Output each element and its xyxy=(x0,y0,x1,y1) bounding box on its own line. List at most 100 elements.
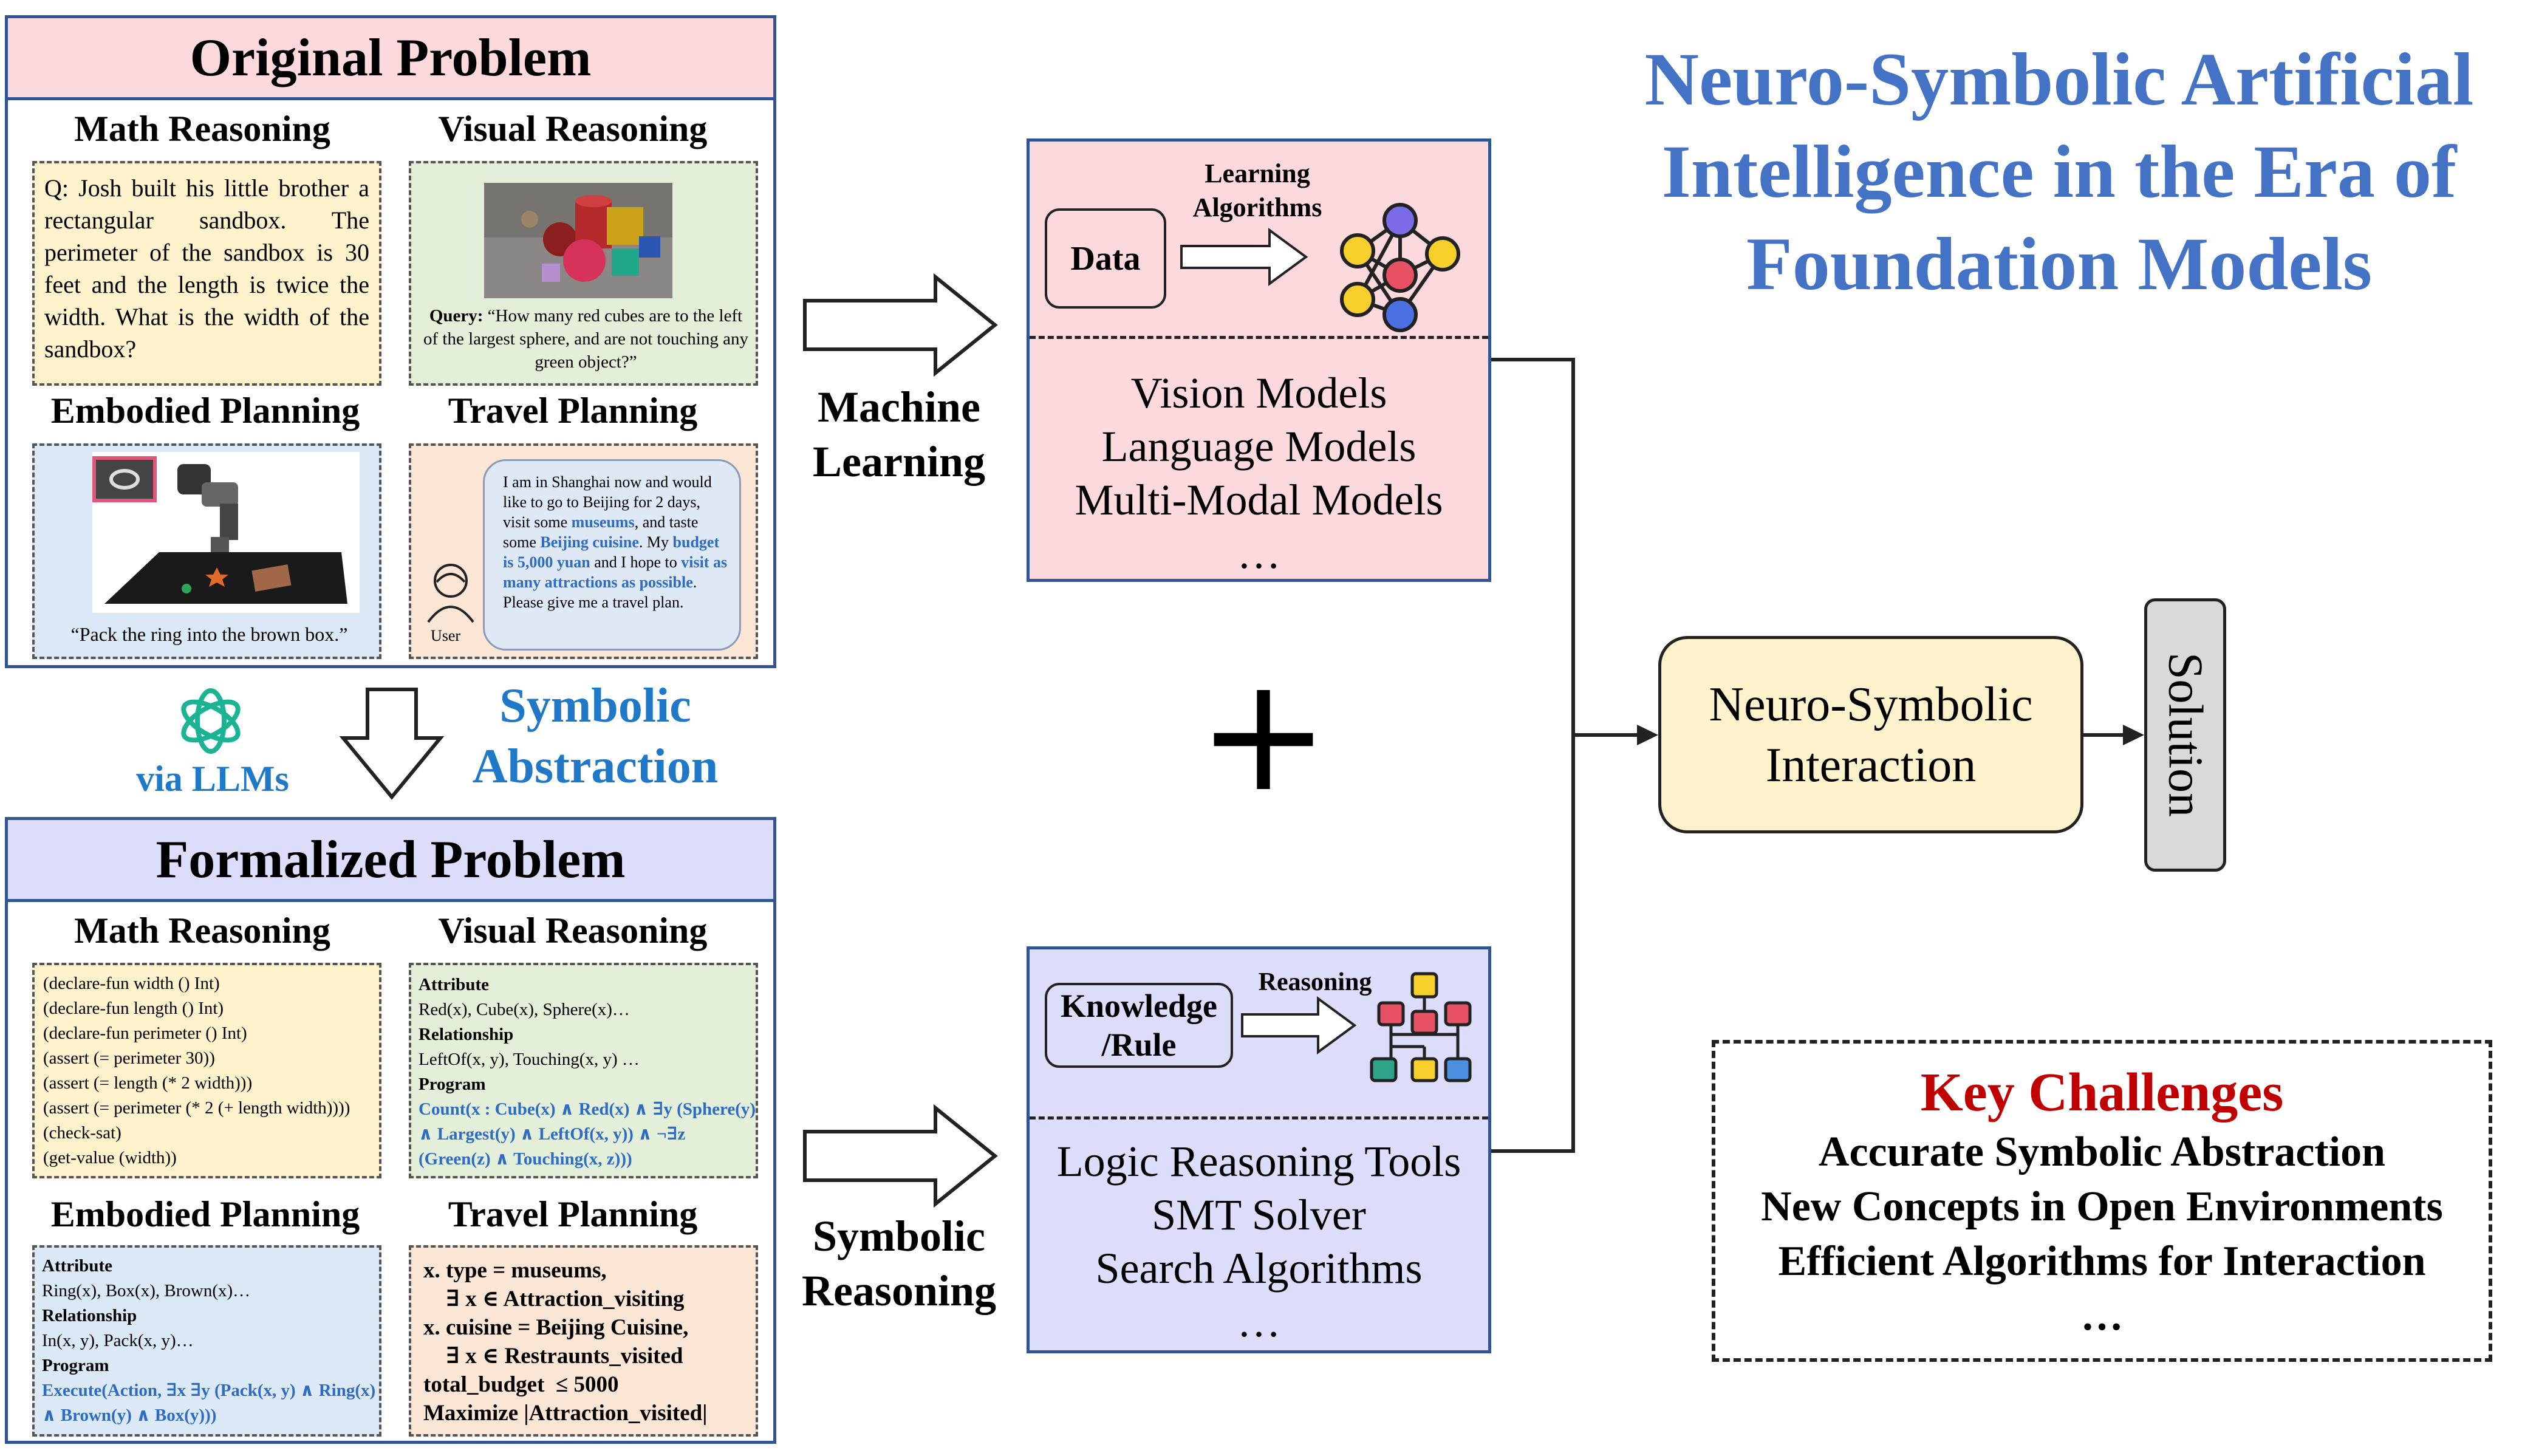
travel-constraint-line: total_budget ≤ 5000 xyxy=(423,1372,619,1397)
model-item: Language Models xyxy=(1101,422,1416,471)
msg-part-2: , and taste some xyxy=(503,513,699,551)
thin-right-arrow-2 xyxy=(1241,996,1357,1054)
orig-embodied-caption: “Pack the ring into the brown box.” xyxy=(70,623,348,645)
smt-line: (declare-fun width () Int) xyxy=(43,974,220,993)
travel-constraint-line: ∃ x ∈ Attraction_visiting xyxy=(423,1287,685,1311)
symbolic-abstraction-line-2: Abstraction xyxy=(472,740,719,793)
reasoning-label: Reasoning xyxy=(1258,968,1372,996)
ml-label-line-1: Machine xyxy=(818,383,980,431)
data-label: Data xyxy=(1070,239,1141,278)
embodied-attr: Ring(x), Box(x), Brown(x)… xyxy=(42,1281,251,1300)
msg-cuisine: Beijing cuisine xyxy=(540,533,639,551)
model-item: … xyxy=(1237,529,1281,578)
main-title-line-2: Intelligence in the Era of xyxy=(1661,130,2457,213)
learning-algorithms-line-1: Learning xyxy=(1205,159,1310,188)
formalized-problem-header: Formalized Problem xyxy=(8,820,773,902)
solution-label: Solution xyxy=(2158,652,2212,818)
clevr-scene-image xyxy=(484,183,672,298)
machine-learning-box: Data Learning Algorithms Vision Models L… xyxy=(1027,138,1491,582)
plus-sign: + xyxy=(1197,643,1330,827)
smt-line: (declare-fun perimeter () Int) xyxy=(43,1024,247,1043)
user-icon xyxy=(427,564,474,623)
visual-prog-label: Program xyxy=(419,1075,486,1094)
embodied-rel-label: Relationship xyxy=(42,1306,137,1325)
visual-attr: Red(x), Cube(x), Sphere(x)… xyxy=(419,1000,630,1019)
msg-museums: museums xyxy=(571,513,635,531)
orig-math-box: Q: Josh built his little brother a recta… xyxy=(32,161,381,386)
tool-list: Logic Reasoning Tools SMT Solver Search … xyxy=(1030,1135,1488,1348)
model-list: Vision Models Language Models Multi-Moda… xyxy=(1030,366,1488,580)
user-label: User xyxy=(431,627,461,644)
query-label: Query: xyxy=(429,306,484,326)
msg-part-4: and I hope to xyxy=(590,553,682,571)
original-problem-panel: Original Problem Math Reasoning Visual R… xyxy=(5,15,776,668)
thin-right-arrow xyxy=(1180,228,1308,286)
neuro-symbolic-interaction-box: Neuro-Symbolic Interaction xyxy=(1658,636,2083,833)
orig-travel-box: User I am in Shanghai now and would like… xyxy=(409,443,758,659)
embodied-attr-label: Attribute xyxy=(42,1256,112,1276)
smt-line: (get-value (width)) xyxy=(43,1148,177,1167)
key-challenges-title: Key Challenges xyxy=(1920,1062,2284,1123)
sr-divider xyxy=(1030,1116,1488,1119)
smt-line: (assert (= length (* 2 width))) xyxy=(43,1073,253,1093)
ml-label-line-2: Learning xyxy=(812,437,986,486)
tool-item: SMT Solver xyxy=(1152,1191,1366,1239)
visual-prog-line: Count(x : Cube(x) ∧ Red(x) ∧ ∃y (Sphere(… xyxy=(419,1099,756,1119)
query-text: “How many red cubes are to the left of t… xyxy=(423,306,748,372)
knowledge-line-1: Knowledge xyxy=(1060,988,1217,1024)
form-visual-title: Visual Reasoning xyxy=(438,911,708,951)
robot-scene-image xyxy=(92,452,360,613)
travel-constraint-line: ∃ x ∈ Restraunts_visited xyxy=(423,1344,683,1369)
orig-math-title: Math Reasoning xyxy=(74,109,330,149)
symbolic-reasoning-label: Symbolic Reasoning xyxy=(784,1209,1014,1318)
formalized-problem-title: Formalized Problem xyxy=(155,830,626,889)
orig-visual-title: Visual Reasoning xyxy=(438,109,708,149)
form-math-box: (declare-fun width () Int) (declare-fun … xyxy=(32,963,381,1178)
tool-item: Search Algorithms xyxy=(1095,1244,1423,1293)
visual-prog-line: (Green(z) ∧ Touching(x, z))) xyxy=(419,1149,632,1169)
learning-algorithms-label: Learning Algorithms xyxy=(1172,157,1342,225)
travel-constraint-line: x. type = museums, xyxy=(423,1258,607,1283)
data-box: Data xyxy=(1045,208,1166,309)
sr-label-line-1: Symbolic xyxy=(812,1212,986,1260)
main-title-line-3: Foundation Models xyxy=(1746,222,2373,306)
orig-embodied-title: Embodied Planning xyxy=(50,391,360,431)
down-arrow xyxy=(339,688,445,800)
solution-box: Solution xyxy=(2144,598,2226,872)
symbolic-abstraction-line-1: Symbolic xyxy=(499,679,691,733)
form-embodied-box: Attribute Ring(x), Box(x), Brown(x)… Rel… xyxy=(32,1245,381,1437)
neural-network-icon xyxy=(1340,203,1460,332)
msg-part-1: I am in Shanghai now and would like to g… xyxy=(503,473,712,531)
interaction-line-2: Interaction xyxy=(1765,738,1977,792)
key-challenges-box: Key Challenges Accurate Symbolic Abstrac… xyxy=(1712,1040,2492,1362)
orig-travel-title: Travel Planning xyxy=(448,391,698,431)
embodied-prog-line: Execute(Action, ∃x ∃y (Pack(x, y) ∧ Ring… xyxy=(42,1381,376,1400)
main-title-line-1: Neuro-Symbolic Artificial xyxy=(1644,38,2474,121)
decision-tree-icon xyxy=(1370,972,1472,1082)
challenge-item: Accurate Symbolic Abstraction xyxy=(1818,1129,2386,1175)
orig-math-question: Q: Josh built his little brother a recta… xyxy=(44,174,369,363)
form-math-title: Math Reasoning xyxy=(74,911,330,951)
symbolic-reasoning-box: Knowledge /Rule Reasoning Logic Reasonin… xyxy=(1027,946,1491,1353)
model-item: Multi-Modal Models xyxy=(1075,476,1443,524)
model-item: Vision Models xyxy=(1130,369,1387,417)
orig-visual-box: Query: “How many red cubes are to the le… xyxy=(409,161,758,386)
via-llms-label: via LLMs xyxy=(136,759,289,799)
embodied-prog-label: Program xyxy=(42,1356,109,1375)
openai-logo-icon xyxy=(181,688,241,754)
challenge-item: New Concepts in Open Environments xyxy=(1761,1183,2443,1230)
msg-part-3: . My xyxy=(638,533,673,551)
sr-label-line-2: Reasoning xyxy=(801,1266,997,1315)
knowledge-line-2: /Rule xyxy=(1101,1027,1177,1063)
visual-prog-line: ∧ Largest(y) ∧ LeftOf(x, y)) ∧ ¬∃z xyxy=(419,1124,686,1144)
smt-line: (check-sat) xyxy=(43,1123,121,1143)
user-message-bubble: I am in Shanghai now and would like to g… xyxy=(483,459,741,651)
smt-line: (assert (= perimeter 30)) xyxy=(43,1048,215,1068)
visual-rel-label: Relationship xyxy=(419,1025,514,1044)
travel-constraint-line: x. cuisine = Beijing Cuisine, xyxy=(423,1315,689,1340)
tool-item: … xyxy=(1237,1297,1281,1346)
tool-item: Logic Reasoning Tools xyxy=(1056,1137,1461,1186)
right-arrow-sr xyxy=(803,1104,998,1208)
formalized-problem-panel: Formalized Problem Math Reasoning Visual… xyxy=(5,817,776,1444)
original-problem-header: Original Problem xyxy=(8,18,773,100)
